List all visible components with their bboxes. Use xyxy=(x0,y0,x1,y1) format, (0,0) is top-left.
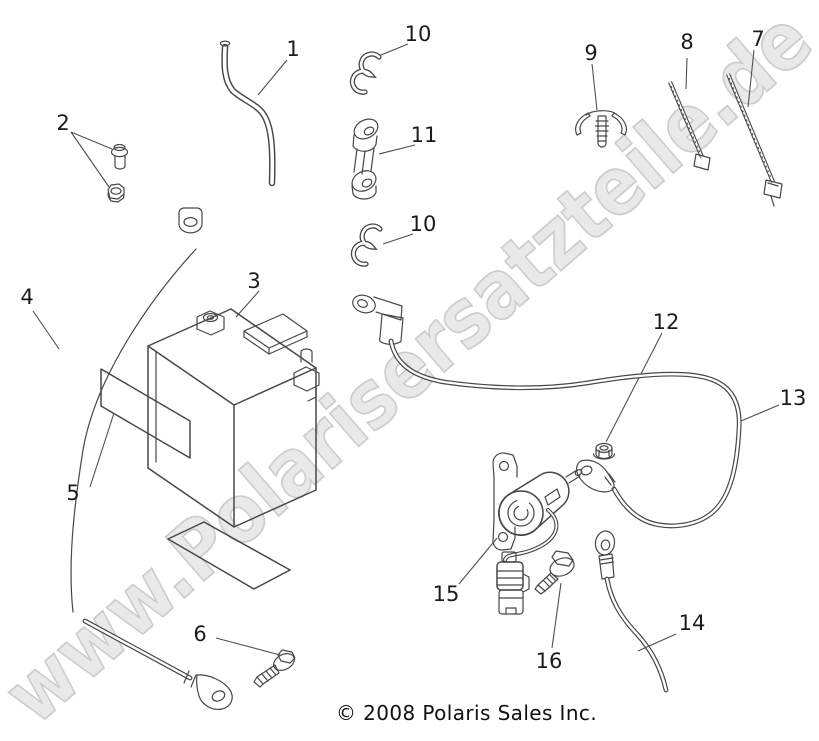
part-decal-drawing xyxy=(100,368,291,590)
part-cable-tie-short-drawing xyxy=(668,81,711,171)
leader-line-6 xyxy=(215,637,281,656)
leader-line-1 xyxy=(257,59,288,96)
leader-line-10a xyxy=(380,43,409,56)
leader-line-9 xyxy=(591,63,598,111)
part-ground-strap-drawing xyxy=(594,530,669,693)
callout-11: 11 xyxy=(411,123,438,147)
callout-4: 4 xyxy=(20,285,33,309)
leader-line-2 xyxy=(70,131,113,188)
callout-13: 13 xyxy=(780,386,807,410)
leader-line-8 xyxy=(685,57,688,90)
part-solenoid-drawing xyxy=(492,452,583,615)
part-harness-curve-drawing xyxy=(70,207,203,613)
leader-line-12 xyxy=(605,332,663,443)
leader-line-13 xyxy=(740,404,780,422)
part-flange-bolt-drawing xyxy=(534,550,575,595)
part-s-clip-bottom-drawing xyxy=(350,223,383,267)
callout-10a: 10 xyxy=(405,22,432,46)
part-push-clip-drawing xyxy=(575,110,627,148)
callout-7: 7 xyxy=(751,27,764,51)
part-battery-drawing xyxy=(147,308,320,528)
callout-14: 14 xyxy=(679,611,706,635)
callout-16: 16 xyxy=(536,649,563,673)
callout-8: 8 xyxy=(680,30,693,54)
callout-10b: 10 xyxy=(410,212,437,236)
leader-line-11 xyxy=(378,144,416,155)
callout-3: 3 xyxy=(247,269,260,293)
callout-5: 5 xyxy=(66,481,79,505)
part-vent-tube-drawing xyxy=(219,40,276,187)
callout-12: 12 xyxy=(653,310,680,334)
part-ground-cable-drawing xyxy=(82,618,296,710)
callout-1: 1 xyxy=(286,37,299,61)
part-flange-nut-drawing xyxy=(592,442,616,460)
leader-line-16 xyxy=(551,582,562,649)
leader-line-4 xyxy=(32,310,60,350)
part-bolt-nut-drawing xyxy=(107,143,129,203)
leader-line-15 xyxy=(458,537,498,585)
leader-line-3 xyxy=(235,290,260,318)
leader-line-5 xyxy=(89,412,115,488)
part-link-bracket-drawing xyxy=(351,118,379,200)
callout-9: 9 xyxy=(584,41,597,65)
leader-line-7 xyxy=(747,49,755,108)
part-cable-tie-long-drawing xyxy=(726,73,783,207)
leader-line-14 xyxy=(637,633,677,652)
leader-line-10b xyxy=(382,233,414,245)
copyright-notice: © 2008 Polaris Sales Inc. xyxy=(336,701,598,725)
callout-6: 6 xyxy=(193,622,206,646)
callout-15: 15 xyxy=(433,582,460,606)
part-positive-cable-drawing xyxy=(352,294,742,529)
callout-2: 2 xyxy=(56,111,69,135)
part-s-clip-top-drawing xyxy=(349,51,382,95)
